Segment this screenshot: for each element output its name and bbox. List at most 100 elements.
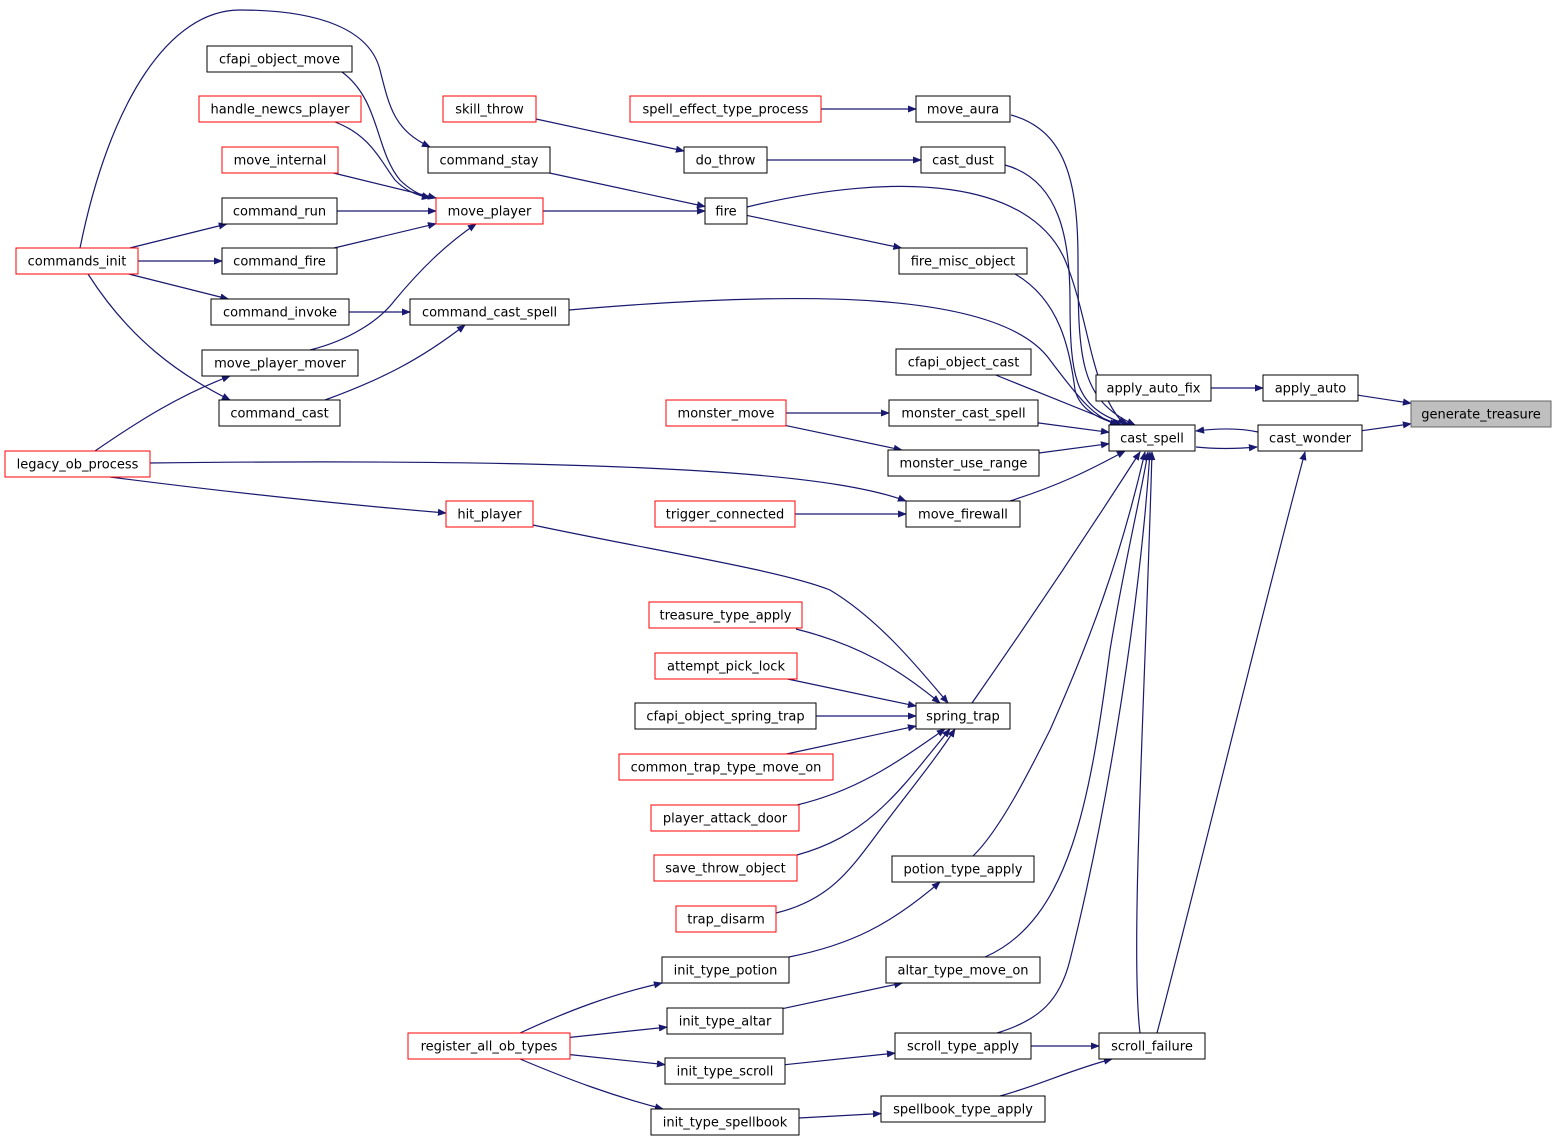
- edge-fire-to-cast_spell: [746, 185, 1126, 426]
- node-move-firewall[interactable]: move_firewall: [905, 500, 1021, 528]
- node-label: register_all_ob_types: [421, 1040, 558, 1055]
- node-cast-spell[interactable]: cast_spell: [1108, 424, 1196, 452]
- edge-move_internal-to-move_player: [333, 172, 437, 200]
- node-box: [442, 95, 537, 123]
- node-label: move_player_mover: [214, 357, 346, 372]
- node-potion-type-apply[interactable]: potion_type_apply: [891, 855, 1035, 883]
- node-cfapi-object-cast[interactable]: cfapi_object_cast: [895, 348, 1032, 376]
- node-fire[interactable]: fire: [704, 197, 748, 225]
- node-label: scroll_type_apply: [907, 1040, 1019, 1055]
- node-common-trap-type-move-on[interactable]: common_trap_type_move_on: [618, 753, 834, 781]
- edge-cast_wonder-to-cast_spell: [1195, 426, 1259, 434]
- node-box: [221, 197, 338, 225]
- node-commands-init[interactable]: commands_init: [15, 247, 139, 275]
- node-label: common_trap_type_move_on: [631, 761, 822, 776]
- node-cast-wonder[interactable]: cast_wonder: [1257, 424, 1363, 452]
- node-skill-throw[interactable]: skill_throw: [442, 95, 537, 123]
- node-box: [1262, 374, 1359, 402]
- node-do-throw[interactable]: do_throw: [683, 146, 768, 174]
- node-box: [648, 601, 803, 629]
- edge-scroll_type_apply-to-cast_spell: [996, 451, 1154, 1034]
- node-trap-disarm[interactable]: trap_disarm: [675, 905, 777, 933]
- node-altar-type-move-on[interactable]: altar_type_move_on: [885, 956, 1041, 984]
- node-init-type-potion[interactable]: init_type_potion: [661, 956, 790, 984]
- node-label: apply_auto_fix: [1107, 382, 1201, 397]
- node-scroll-type-apply[interactable]: scroll_type_apply: [894, 1032, 1032, 1060]
- edge-cast_wonder-to-generate_treasure: [1361, 421, 1412, 432]
- node-cfapi-object-spring-trap[interactable]: cfapi_object_spring_trap: [634, 702, 817, 730]
- node-spring-trap[interactable]: spring_trap: [915, 702, 1011, 730]
- node-label: command_cast: [230, 407, 328, 422]
- node-box: [915, 702, 1011, 730]
- node-treasure-type-apply[interactable]: treasure_type_apply: [648, 601, 803, 629]
- node-move-aura[interactable]: move_aura: [915, 95, 1011, 123]
- node-command-invoke[interactable]: command_invoke: [210, 298, 350, 326]
- edge-command_cast-to-command_cast_spell: [324, 324, 466, 401]
- node-label: cast_wonder: [1269, 432, 1352, 447]
- node-label: monster_use_range: [900, 457, 1028, 472]
- node-label: attempt_pick_lock: [667, 660, 785, 675]
- node-handle-newcs-player[interactable]: handle_newcs_player: [198, 95, 362, 123]
- node-command-fire[interactable]: command_fire: [221, 247, 338, 275]
- node-label: cast_spell: [1120, 432, 1184, 447]
- node-legacy-ob-process[interactable]: legacy_ob_process: [4, 450, 151, 478]
- node-box: [665, 399, 787, 427]
- edge-init_type_scroll-to-scroll_type_apply: [784, 1050, 896, 1066]
- node-generate-treasure[interactable]: generate_treasure: [1410, 400, 1552, 428]
- node-spell-effect-type-process[interactable]: spell_effect_type_process: [629, 95, 822, 123]
- node-box: [15, 247, 139, 275]
- node-move-player[interactable]: move_player: [435, 197, 544, 225]
- edge-apply_auto-to-generate_treasure: [1357, 394, 1412, 406]
- node-save-throw-object[interactable]: save_throw_object: [653, 854, 798, 882]
- node-label: generate_treasure: [1421, 408, 1541, 423]
- node-box: [683, 146, 768, 174]
- node-label: cfapi_object_cast: [908, 356, 1020, 371]
- node-cast-dust[interactable]: cast_dust: [920, 146, 1006, 174]
- node-player-attack-door[interactable]: player_attack_door: [650, 804, 800, 832]
- node-label: spellbook_type_apply: [893, 1103, 1033, 1118]
- node-cfapi-object-move[interactable]: cfapi_object_move: [206, 45, 353, 73]
- node-apply-auto-fix[interactable]: apply_auto_fix: [1095, 374, 1212, 402]
- node-apply-auto[interactable]: apply_auto: [1262, 374, 1359, 402]
- edge-cast_dust-to-cast_spell: [1004, 164, 1131, 427]
- edge-register_all_ob_types-to-init_type_potion: [519, 981, 663, 1034]
- edge-command_cast_spell-to-cast_spell: [568, 297, 1119, 427]
- node-register-all-ob-types[interactable]: register_all_ob_types: [407, 1032, 571, 1060]
- node-command-cast[interactable]: command_cast: [218, 399, 341, 427]
- node-scroll-failure[interactable]: scroll_failure: [1098, 1032, 1206, 1060]
- node-init-type-altar[interactable]: init_type_altar: [666, 1007, 784, 1035]
- node-attempt-pick-lock[interactable]: attempt_pick_lock: [654, 652, 798, 680]
- node-hit-player[interactable]: hit_player: [445, 500, 534, 528]
- node-command-cast-spell[interactable]: command_cast_spell: [409, 298, 570, 326]
- node-move-internal[interactable]: move_internal: [221, 146, 339, 174]
- node-command-run[interactable]: command_run: [221, 197, 338, 225]
- node-box: [666, 1007, 784, 1035]
- node-move-player-mover[interactable]: move_player_mover: [201, 349, 359, 377]
- edge-commands_init-to-command_run: [129, 222, 228, 249]
- edge-potion_type_apply-to-cast_spell: [972, 451, 1147, 857]
- node-label: trap_disarm: [687, 913, 765, 928]
- node-init-type-spellbook[interactable]: init_type_spellbook: [650, 1108, 800, 1136]
- edge-fire-to-fire_misc_object: [746, 214, 903, 250]
- node-box: [704, 197, 748, 225]
- node-monster-move[interactable]: monster_move: [665, 399, 787, 427]
- node-command-stay[interactable]: command_stay: [427, 146, 551, 174]
- node-box: [915, 95, 1011, 123]
- node-label: apply_auto: [1275, 382, 1347, 397]
- node-init-type-scroll[interactable]: init_type_scroll: [664, 1057, 786, 1085]
- node-box: [201, 349, 359, 377]
- node-label: treasure_type_apply: [659, 609, 791, 624]
- node-trigger-connected[interactable]: trigger_connected: [654, 500, 796, 528]
- node-box: [654, 652, 798, 680]
- node-monster-cast-spell[interactable]: monster_cast_spell: [888, 399, 1039, 427]
- edge-hit_player-to-spring_trap: [532, 524, 949, 704]
- node-label: move_player: [448, 205, 532, 220]
- edge-commands_init-to-command_cast: [87, 273, 231, 401]
- node-monster-use-range[interactable]: monster_use_range: [887, 449, 1040, 477]
- edge-legacy_ob_process-to-move_firewall: [149, 461, 907, 502]
- node-box: [435, 197, 544, 225]
- node-fire-misc-object[interactable]: fire_misc_object: [898, 247, 1028, 275]
- edge-attempt_pick_lock-to-spring_trap: [787, 678, 917, 708]
- node-spellbook-type-apply[interactable]: spellbook_type_apply: [880, 1095, 1046, 1123]
- node-label: move_aura: [927, 103, 999, 118]
